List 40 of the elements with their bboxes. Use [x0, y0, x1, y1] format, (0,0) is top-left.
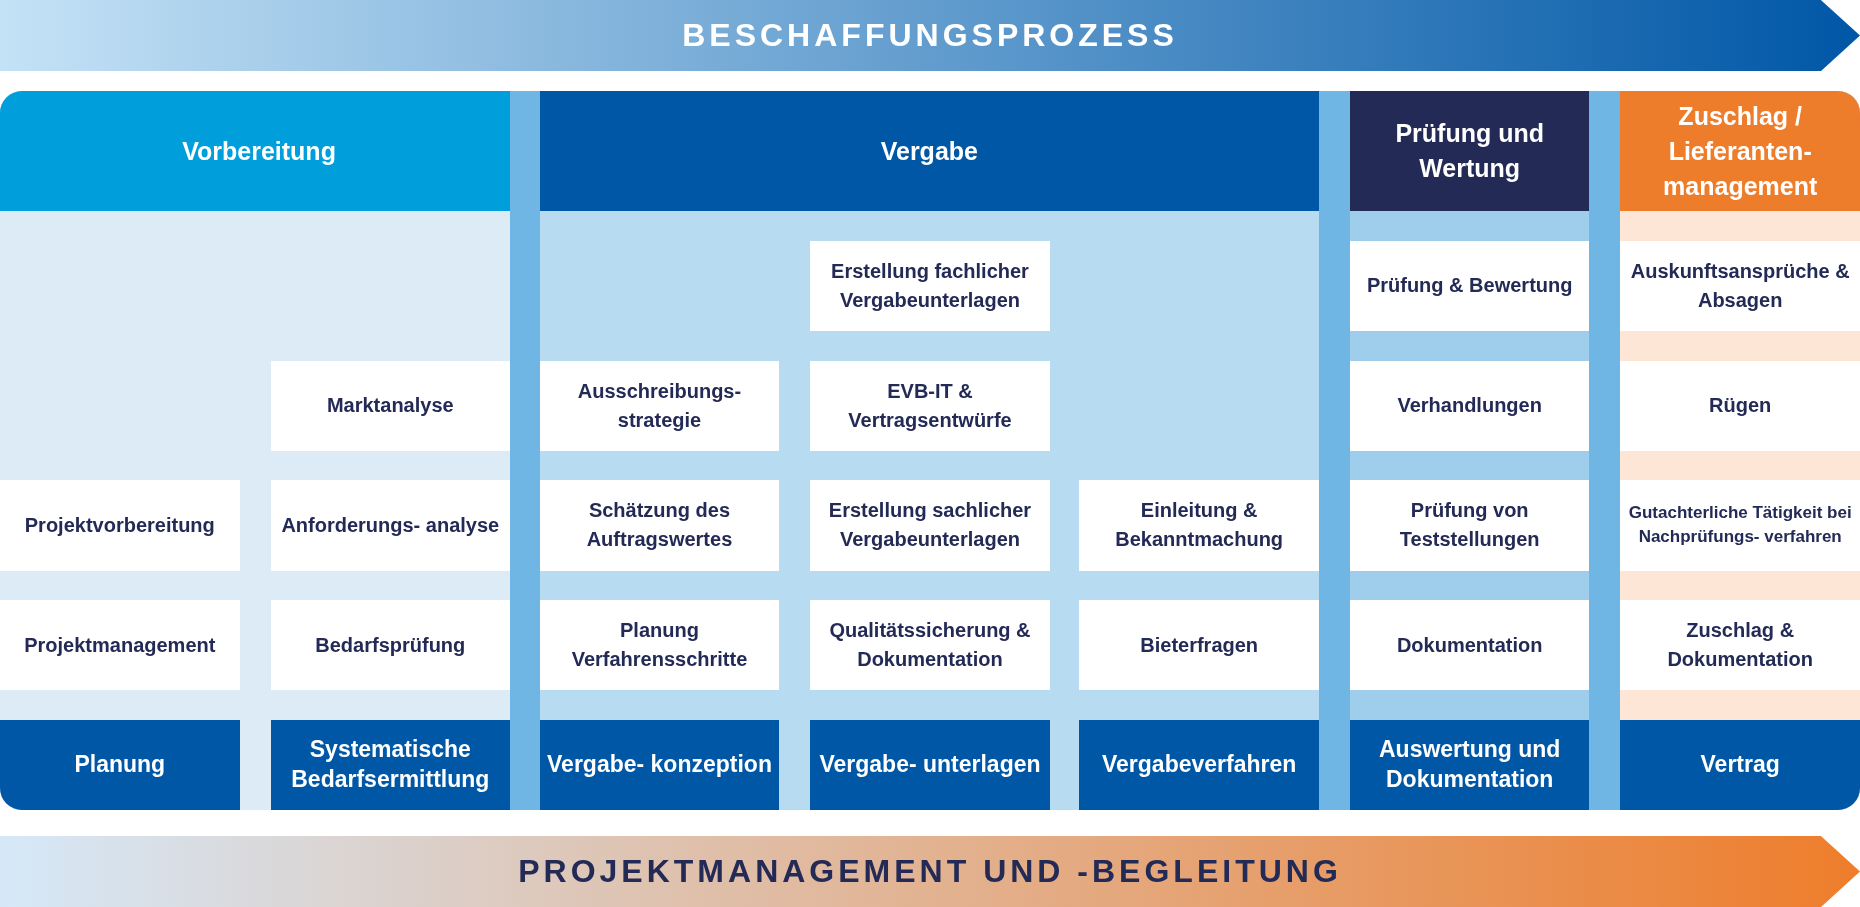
- task-box: Bieterfragen: [1079, 600, 1319, 691]
- phase-box: Planung: [0, 720, 240, 811]
- task-box: Anforderungs- analyse: [270, 480, 511, 571]
- task-box: Marktanalyse: [270, 360, 511, 451]
- task-box: Qualitätssicherung & Dokumentation: [810, 600, 1050, 691]
- task-box: Projektmanagement: [0, 600, 240, 691]
- task-box: Schätzung des Auftragswertes: [539, 480, 780, 571]
- phase-box: Systematische Bedarfsermittlung: [270, 720, 511, 811]
- task-box: Erstellung sachlicher Vergabeunterlagen: [810, 480, 1050, 571]
- task-box: Auskunftsansprüche & Absagen: [1620, 240, 1860, 331]
- phase-box: Vergabeverfahren: [1079, 720, 1319, 811]
- column-header: Prüfung und Wertung: [1349, 91, 1590, 212]
- task-box: Prüfung von Teststellungen: [1349, 480, 1590, 571]
- task-box: Erstellung fachlicher Vergabeunterlagen: [810, 240, 1050, 331]
- arrow-title: PROJEKTMANAGEMENT UND -BEGLEITUNG: [517, 852, 1343, 892]
- phase-box: Auswertung und Dokumentation: [1349, 720, 1590, 811]
- task-box: Projektvorbereitung: [0, 480, 240, 571]
- column-header: Vorbereitung: [0, 91, 511, 212]
- task-box: Planung Verfahrensschritte: [539, 600, 780, 691]
- column-header: Vergabe: [539, 91, 1319, 212]
- column-header: Zuschlag / Lieferanten- management: [1620, 91, 1860, 212]
- phase-column: [539, 91, 1319, 811]
- task-box: Einleitung & Bekanntmachung: [1079, 480, 1319, 571]
- arrow-title: BESCHAFFUNGSPROZESS: [681, 16, 1179, 55]
- phase-column: [1349, 91, 1590, 811]
- phase-box: Vergabe- konzeption: [539, 720, 780, 811]
- task-box: Verhandlungen: [1349, 360, 1590, 451]
- task-box: Gutachterliche Tätigkeit bei Nachprüfungs- verfahren: [1620, 480, 1860, 571]
- task-box: Dokumentation: [1349, 600, 1590, 691]
- task-box: Zuschlag & Dokumentation: [1620, 600, 1860, 691]
- task-box: Bedarfsprüfung: [270, 600, 511, 691]
- phase-box: Vergabe- unterlagen: [810, 720, 1050, 811]
- phase-box: Vertrag: [1620, 720, 1860, 811]
- task-box: Ausschreibungs- strategie: [539, 360, 780, 451]
- task-box: Rügen: [1620, 360, 1860, 451]
- task-box: Prüfung & Bewertung: [1349, 240, 1590, 331]
- phase-column: [0, 91, 511, 811]
- task-box: EVB-IT & Vertragsentwürfe: [810, 360, 1050, 451]
- phase-column: [1620, 91, 1860, 811]
- process-arrow: [0, 836, 1860, 907]
